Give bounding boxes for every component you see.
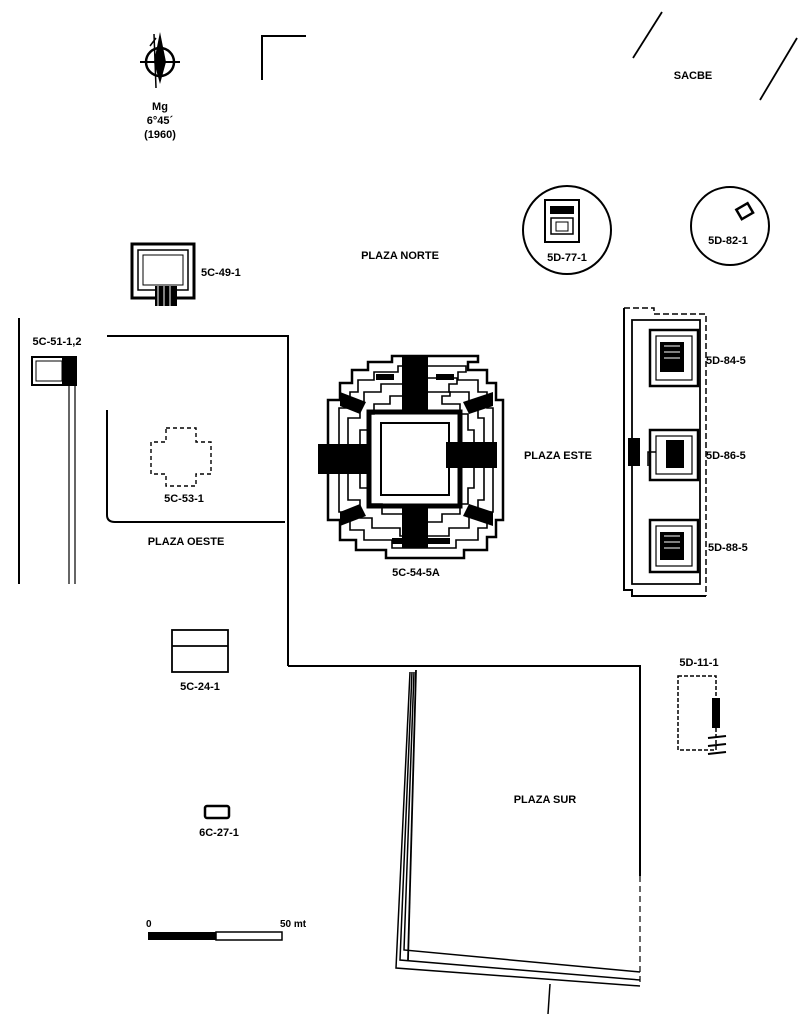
structure-5d-82-1 bbox=[690, 186, 770, 266]
east-complex bbox=[623, 307, 707, 597]
magnetic-declination: 6°45´ bbox=[147, 115, 174, 127]
structure-5d-88-5 bbox=[648, 518, 700, 574]
wall-fragment bbox=[261, 35, 306, 80]
structure-label-5d-77-1: 5D-77-1 bbox=[547, 252, 587, 264]
scale-bar-end-label: 50 mt bbox=[280, 919, 307, 930]
structure-label-5c-54-5a: 5C-54-5A bbox=[392, 567, 440, 579]
structure-5c-53-1 bbox=[150, 427, 212, 487]
plaza-este-label: PLAZA ESTE bbox=[524, 450, 592, 462]
structure-label-5c-51: 5C-51-1,2 bbox=[33, 336, 82, 348]
structure-label-5d-86-5: 5D-86-5 bbox=[706, 450, 746, 462]
structure-label-5c-24-1: 5C-24-1 bbox=[180, 681, 220, 693]
structure-5c-24-1 bbox=[171, 629, 229, 673]
structure-label-5d-88-5: 5D-88-5 bbox=[708, 542, 748, 554]
structure-5d-86-5 bbox=[647, 428, 700, 482]
plaza-sur-enclosure bbox=[288, 665, 641, 1015]
structure-5d-84-5 bbox=[648, 328, 700, 388]
declination-year: (1960) bbox=[144, 129, 176, 141]
scale-bar-start-label: 0 bbox=[146, 919, 152, 930]
structure-5c-51 bbox=[18, 318, 77, 584]
sacbe-label: SACBE bbox=[674, 70, 713, 82]
structure-5d-11-1 bbox=[677, 675, 727, 755]
sacbe-causeway bbox=[632, 11, 798, 101]
plaza-oeste-enclosure bbox=[106, 335, 289, 666]
structure-label-5d-84-5: 5D-84-5 bbox=[706, 355, 746, 367]
structure-label-6c-27-1: 6C-27-1 bbox=[199, 827, 239, 839]
structure-6c-27-1 bbox=[203, 804, 231, 820]
structure-label-5d-11-1: 5D-11-1 bbox=[679, 657, 718, 669]
plaza-sur-label: PLAZA SUR bbox=[514, 794, 577, 806]
plaza-oeste-label: PLAZA OESTE bbox=[148, 536, 225, 548]
plaza-norte-label: PLAZA NORTE bbox=[361, 250, 439, 262]
structure-5c-49-1 bbox=[130, 242, 196, 306]
north-arrow-label: Mg bbox=[152, 101, 168, 113]
structure-5c-54-5a bbox=[318, 354, 505, 560]
scale-bar bbox=[148, 931, 283, 941]
structure-label-5c-53-1: 5C-53-1 bbox=[164, 493, 204, 505]
structure-5d-77-1 bbox=[522, 185, 612, 275]
north-arrow-icon bbox=[140, 32, 180, 89]
structure-label-5c-49-1: 5C-49-1 bbox=[201, 267, 241, 279]
structure-label-5d-82-1: 5D-82-1 bbox=[708, 235, 748, 247]
